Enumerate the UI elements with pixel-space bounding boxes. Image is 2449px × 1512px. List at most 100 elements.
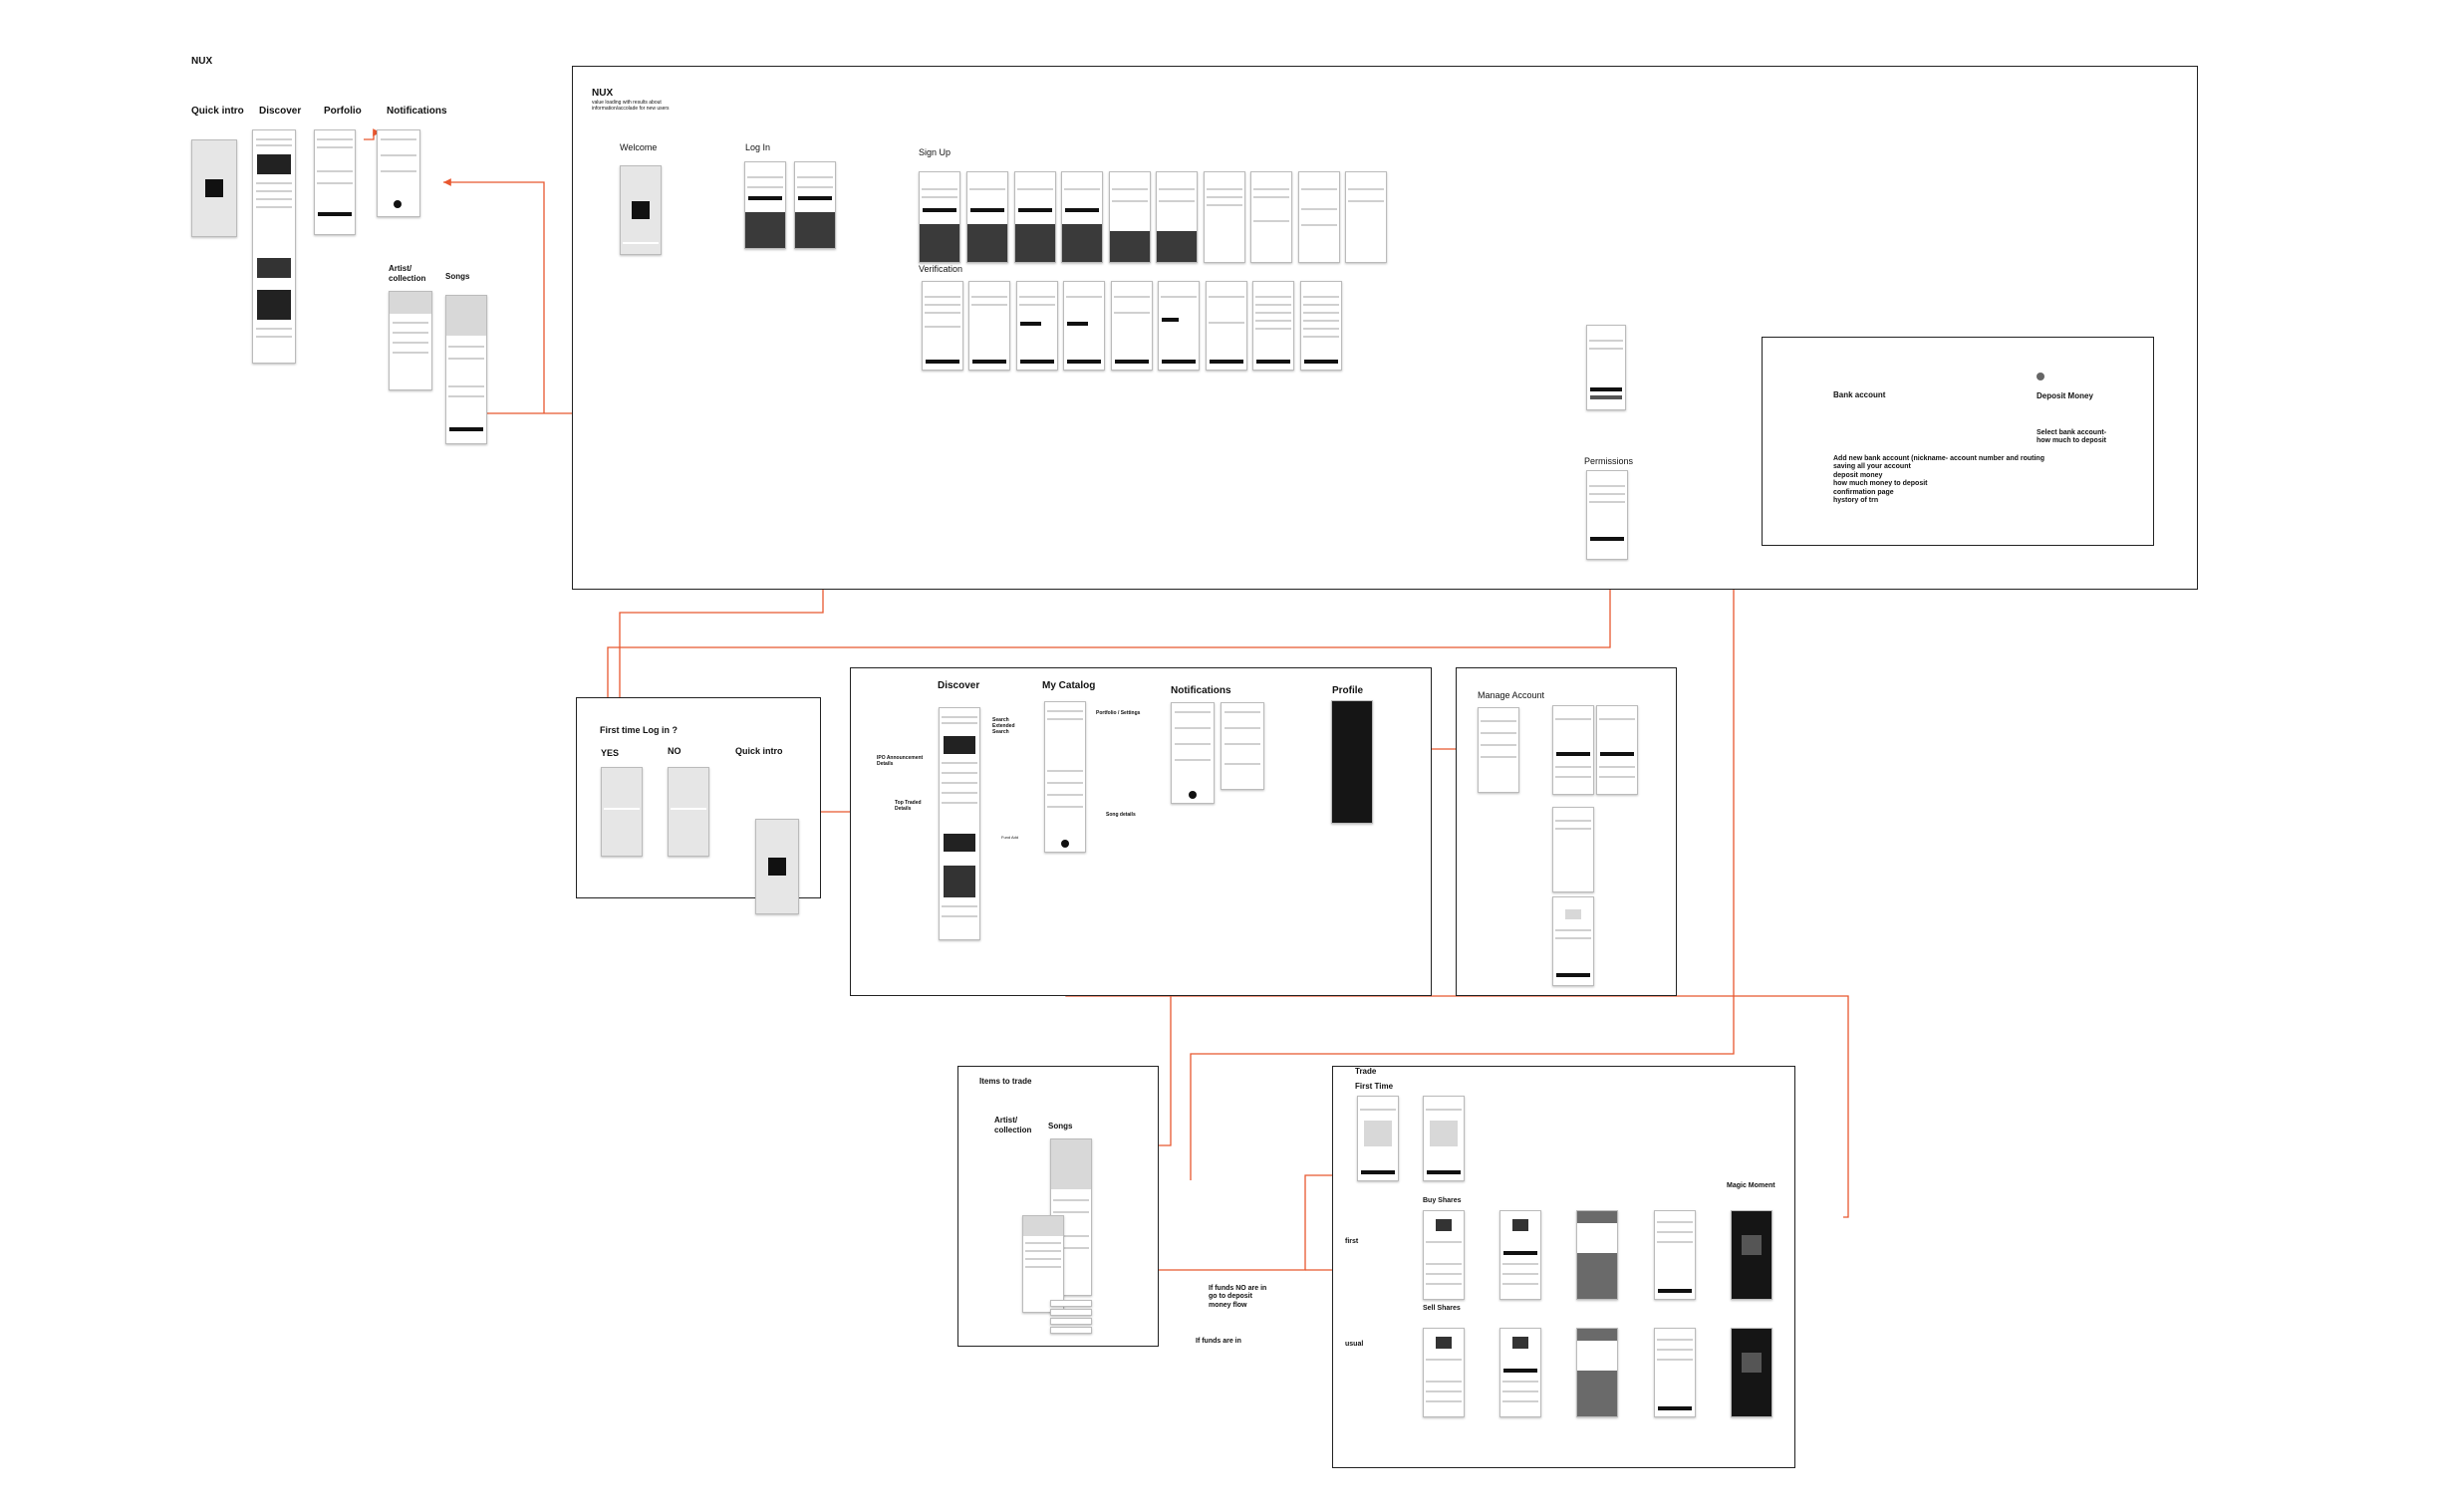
deposit-indicator-icon: [2037, 373, 2044, 380]
label-sell-shares: Sell Shares: [1423, 1305, 1461, 1312]
label-magic-moment: Magic Moment: [1727, 1182, 1775, 1189]
screen-manage-3[interactable]: [1596, 705, 1638, 795]
screen-items-artist[interactable]: [1022, 1215, 1064, 1313]
label-ipo: IPO Announcement Details: [877, 755, 924, 767]
screen-portfolio[interactable]: [314, 129, 356, 235]
items-row-4[interactable]: [1050, 1327, 1092, 1334]
label-welcome: Welcome: [620, 142, 658, 152]
screen-verify-2[interactable]: [968, 281, 1010, 371]
screen-notifications[interactable]: [377, 129, 420, 217]
screen-verify-7[interactable]: [1206, 281, 1247, 371]
screen-songs[interactable]: [445, 295, 487, 444]
label-bank-account: Bank account: [1833, 390, 1886, 399]
screen-trade-ft-1[interactable]: [1357, 1096, 1399, 1181]
screen-signup-2[interactable]: [966, 171, 1008, 263]
screen-signup-10[interactable]: [1345, 171, 1387, 263]
label-first: first: [1345, 1238, 1359, 1245]
label-first-time-login: First time Log in ?: [600, 725, 678, 735]
screen-verify-8[interactable]: [1252, 281, 1294, 371]
screen-quick-intro-2[interactable]: [755, 819, 799, 914]
screen-no[interactable]: [668, 767, 709, 857]
label-deposit-money: Deposit Money: [2037, 391, 2093, 400]
screen-signup-6[interactable]: [1156, 171, 1198, 263]
label-permissions: Permissions: [1584, 456, 1634, 466]
label-items-songs: Songs: [1048, 1122, 1073, 1131]
label-buy-shares: Buy Shares: [1423, 1197, 1462, 1204]
items-row-1[interactable]: [1050, 1300, 1092, 1307]
label-no: NO: [668, 746, 681, 756]
label-usual: usual: [1345, 1341, 1364, 1348]
screen-manage-1[interactable]: [1478, 707, 1519, 793]
label-select-bank: Select bank account- how much to deposit: [2037, 429, 2107, 445]
note-funds-in: If funds are in: [1196, 1338, 1241, 1345]
screen-quick-intro[interactable]: [191, 139, 237, 237]
screen-permissions[interactable]: [1586, 470, 1628, 560]
screen-welcome[interactable]: [620, 165, 662, 255]
screen-buy-magic[interactable]: [1731, 1210, 1772, 1300]
label-login: Log In: [745, 142, 771, 152]
screen-main-notifications-1[interactable]: [1171, 702, 1215, 804]
screen-main-catalog[interactable]: [1044, 701, 1086, 853]
screen-artist-collection[interactable]: [389, 291, 432, 390]
label-portfolio-settings: Portfolio / Settings: [1096, 710, 1141, 716]
screen-sell-3[interactable]: [1576, 1328, 1618, 1417]
screen-login-2[interactable]: [794, 161, 836, 249]
items-row-2[interactable]: [1050, 1309, 1092, 1316]
screen-notify-prompt[interactable]: [1586, 325, 1626, 410]
label-items-artist: Artist/ collection: [994, 1116, 1032, 1134]
screen-signup-4[interactable]: [1061, 171, 1103, 263]
screen-verify-9[interactable]: [1300, 281, 1342, 371]
screen-main-discover[interactable]: [939, 707, 980, 940]
screen-verify-6[interactable]: [1158, 281, 1200, 371]
label-top-traded: Top Traded Details: [895, 800, 922, 812]
screen-verify-1[interactable]: [922, 281, 963, 371]
screen-signup-1[interactable]: [919, 171, 960, 263]
screen-signup-9[interactable]: [1298, 171, 1340, 263]
label-artist-collection: Artist/ collection: [389, 264, 426, 283]
screen-main-notifications-2[interactable]: [1221, 702, 1264, 790]
label-manage-account: Manage Account: [1478, 690, 1545, 700]
screen-main-profile[interactable]: [1331, 700, 1373, 824]
label-first-time: First Time: [1355, 1082, 1394, 1091]
screen-sell-magic[interactable]: [1731, 1328, 1772, 1417]
label-trade: Trade: [1355, 1067, 1377, 1076]
label-songs: Songs: [445, 272, 470, 281]
label-signup: Sign Up: [919, 147, 952, 157]
items-row-3[interactable]: [1050, 1318, 1092, 1325]
screen-manage-4[interactable]: [1552, 807, 1594, 892]
label-main-notifications: Notifications: [1171, 685, 1231, 696]
label-search: Search Extended Search: [992, 717, 1015, 735]
screen-login-1[interactable]: [744, 161, 786, 249]
label-my-catalog: My Catalog: [1042, 680, 1096, 691]
label-quick-intro-2: Quick intro: [735, 746, 783, 756]
screen-manage-5[interactable]: [1552, 896, 1594, 986]
note-funds-no: If funds NO are in go to deposit money f…: [1209, 1285, 1267, 1309]
label-song-details: Song details: [1106, 812, 1136, 818]
screen-buy-3[interactable]: [1576, 1210, 1618, 1300]
screen-signup-3[interactable]: [1014, 171, 1056, 263]
label-discover: Discover: [259, 106, 302, 117]
screen-sell-1[interactable]: [1423, 1328, 1465, 1417]
screen-signup-5[interactable]: [1109, 171, 1151, 263]
screen-buy-2[interactable]: [1499, 1210, 1541, 1300]
screen-buy-1[interactable]: [1423, 1210, 1465, 1300]
screen-manage-2[interactable]: [1552, 705, 1594, 795]
screen-sell-4[interactable]: [1654, 1328, 1696, 1417]
screen-signup-7[interactable]: [1204, 171, 1245, 263]
screen-verify-4[interactable]: [1063, 281, 1105, 371]
screen-signup-8[interactable]: [1250, 171, 1292, 263]
label-add-bank: Add new bank account (nickname- account …: [1833, 455, 2044, 504]
screen-sell-2[interactable]: [1499, 1328, 1541, 1417]
screen-verify-5[interactable]: [1111, 281, 1153, 371]
label-main-profile: Profile: [1332, 685, 1364, 696]
screen-discover[interactable]: [252, 129, 296, 364]
screen-buy-4[interactable]: [1654, 1210, 1696, 1300]
bank-frame: [1762, 337, 2154, 546]
nux-frame-title: NUX: [592, 88, 614, 99]
label-yes: YES: [601, 748, 620, 758]
screen-trade-ft-2[interactable]: [1423, 1096, 1465, 1181]
screen-verify-3[interactable]: [1016, 281, 1058, 371]
screen-yes[interactable]: [601, 767, 643, 857]
label-main-discover: Discover: [938, 680, 980, 691]
label-verification: Verification: [919, 264, 963, 274]
